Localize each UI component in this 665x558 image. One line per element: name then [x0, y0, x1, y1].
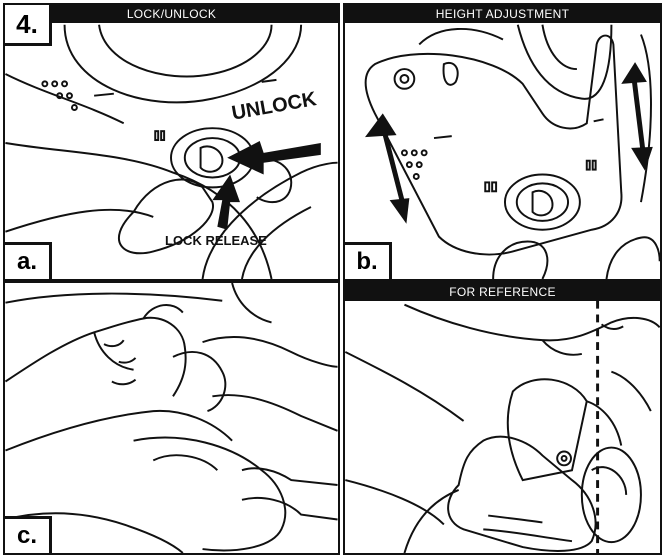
lock-release-label: LOCK RELEASE	[165, 233, 267, 248]
panel-c-letter: c.	[5, 516, 52, 553]
panel-d-header: FOR REFERENCE	[345, 283, 660, 301]
height-adjustment-illustration	[345, 5, 660, 279]
panel-a-header: LOCK/UNLOCK	[5, 5, 338, 23]
panel-d-reference: FOR REFERENCE	[343, 281, 662, 555]
panel-c-placement: c.	[3, 281, 340, 555]
panel-b-height-adjustment: HEIGHT ADJUSTMENT	[343, 3, 662, 281]
panel-b-letter: b.	[345, 242, 392, 279]
panel-b-header: HEIGHT ADJUSTMENT	[345, 5, 660, 23]
step-number: 4.	[5, 5, 52, 46]
reference-illustration	[345, 283, 660, 553]
placement-illustration	[5, 283, 338, 553]
panel-a-lock-unlock: LOCK/UNLOCK 4. U	[3, 3, 340, 281]
panel-a-letter: a.	[5, 242, 52, 279]
